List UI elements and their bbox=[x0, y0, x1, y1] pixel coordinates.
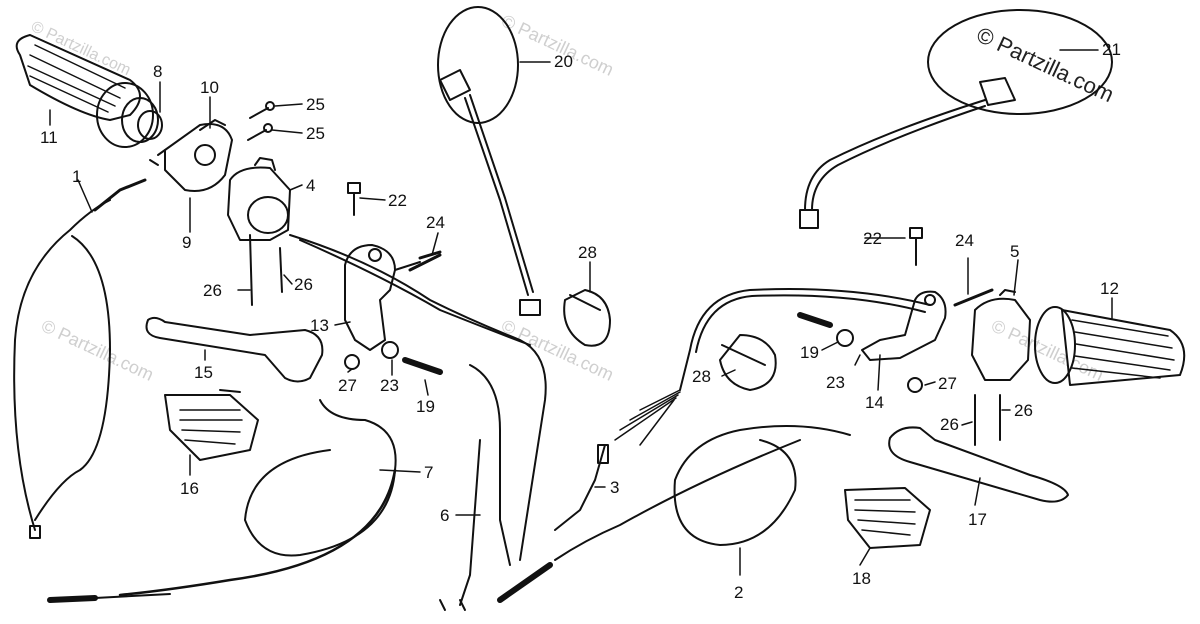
label-22-left: 22 bbox=[388, 191, 407, 210]
bolt-19-left bbox=[402, 357, 443, 375]
label-12: 12 bbox=[1100, 279, 1119, 298]
mirror-right bbox=[799, 9, 1113, 229]
label-2: 2 bbox=[734, 583, 743, 602]
throttle-housing bbox=[149, 119, 233, 192]
label-14: 14 bbox=[865, 393, 884, 412]
label-7: 7 bbox=[424, 463, 433, 482]
throttle-cable bbox=[13, 178, 147, 539]
clamp-28-right bbox=[719, 334, 777, 391]
label-25-b: 25 bbox=[306, 124, 325, 143]
left-switch-housing bbox=[227, 157, 291, 241]
left-switch-wires bbox=[289, 234, 547, 611]
label-23-right: 23 bbox=[826, 373, 845, 392]
bolt-24-right bbox=[953, 288, 994, 307]
clutch-lever bbox=[145, 316, 324, 383]
right-switch-wires bbox=[614, 288, 931, 446]
washer-23-right bbox=[836, 329, 854, 347]
label-8: 8 bbox=[153, 62, 162, 81]
watermark-faint: © Partzilla.com bbox=[498, 315, 616, 384]
label-22-right: 22 bbox=[863, 229, 882, 248]
label-3: 3 bbox=[610, 478, 619, 497]
bolt-22-right bbox=[909, 227, 923, 266]
label-10: 10 bbox=[200, 78, 219, 97]
label-15: 15 bbox=[194, 363, 213, 382]
screw-26-a bbox=[249, 234, 253, 306]
bolt-22-left bbox=[347, 182, 361, 216]
label-19-right: 19 bbox=[800, 343, 819, 362]
bolt-24-left bbox=[408, 253, 442, 272]
leader-lines bbox=[49, 49, 1113, 576]
screw-26-b bbox=[279, 247, 283, 293]
bolt-19-right bbox=[797, 312, 833, 328]
right-switch-housing bbox=[971, 289, 1031, 381]
label-19-left: 19 bbox=[416, 397, 435, 416]
label-23-left: 23 bbox=[380, 376, 399, 395]
nut-27-left bbox=[344, 354, 360, 370]
label-26-c: 26 bbox=[940, 415, 959, 434]
front-brake-cable bbox=[554, 444, 609, 531]
label-27-left: 27 bbox=[338, 376, 357, 395]
brake-lever-bracket bbox=[861, 290, 947, 361]
label-4: 4 bbox=[306, 176, 315, 195]
label-11: 11 bbox=[40, 128, 58, 147]
label-18: 18 bbox=[852, 569, 871, 588]
label-21: 21 bbox=[1102, 40, 1121, 59]
washer-23-left bbox=[381, 341, 399, 359]
part-labels: 8 10 11 1 9 4 25 25 22 24 26 26 13 15 27… bbox=[40, 40, 1121, 602]
label-26-d: 26 bbox=[1014, 401, 1033, 420]
label-1: 1 bbox=[72, 167, 81, 186]
label-28-left: 28 bbox=[578, 243, 597, 262]
brake-switch bbox=[844, 487, 931, 549]
watermark-faint: © Partzilla.com bbox=[38, 315, 156, 384]
label-25-a: 25 bbox=[306, 95, 325, 114]
label-27-right: 27 bbox=[938, 374, 957, 393]
nut-27-right bbox=[907, 377, 923, 393]
label-5: 5 bbox=[1010, 242, 1019, 261]
label-17: 17 bbox=[968, 510, 987, 529]
label-16: 16 bbox=[180, 479, 199, 498]
label-20: 20 bbox=[554, 52, 573, 71]
brake-lever bbox=[888, 426, 1069, 503]
watermark-faint: © Partzilla.com bbox=[988, 315, 1106, 384]
label-28-right: 28 bbox=[692, 367, 711, 386]
label-26-a: 26 bbox=[203, 281, 222, 300]
clutch-lever-bracket bbox=[344, 244, 442, 351]
screw-25-lower bbox=[247, 123, 273, 141]
right-grip bbox=[1034, 306, 1186, 386]
label-13: 13 bbox=[310, 316, 329, 335]
label-6: 6 bbox=[440, 506, 449, 525]
watermark-main: © Partzilla.com bbox=[973, 22, 1118, 107]
mirror-left bbox=[437, 6, 541, 316]
label-9: 9 bbox=[182, 233, 191, 252]
clamp-28-left bbox=[563, 289, 611, 347]
label-26-b: 26 bbox=[294, 275, 313, 294]
label-24-left: 24 bbox=[426, 213, 445, 232]
left-grip-assembly bbox=[15, 34, 163, 148]
label-24-right: 24 bbox=[955, 231, 974, 250]
speedometer-cable bbox=[497, 425, 851, 603]
screw-25-upper bbox=[249, 101, 275, 119]
clutch-cable bbox=[47, 399, 397, 603]
clutch-switch bbox=[164, 389, 259, 461]
